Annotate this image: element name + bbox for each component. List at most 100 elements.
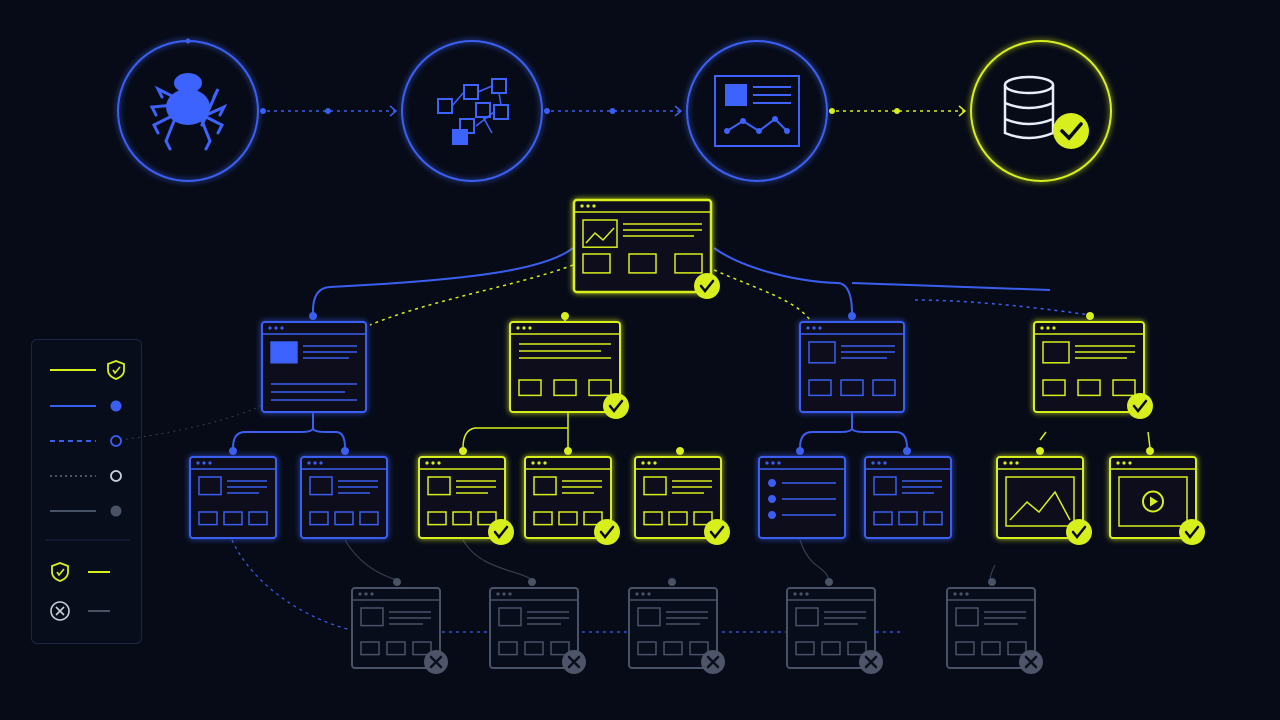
network-graph-icon (437, 78, 509, 145)
content-block (821, 641, 841, 656)
check-badge-icon (488, 519, 514, 545)
shield-check-mark (112, 366, 121, 375)
window-dot (1015, 461, 1019, 465)
check-badge-icon (1127, 393, 1153, 419)
window-dot (765, 461, 769, 465)
shield-check-mark (56, 568, 65, 577)
list-bullet (768, 511, 776, 519)
check-icon (709, 525, 725, 540)
window-dot (1128, 461, 1132, 465)
window-dot (364, 592, 368, 596)
node-dot (1086, 312, 1094, 320)
content-block (840, 379, 864, 397)
x-icon (567, 655, 581, 669)
check-badge-icon (1179, 519, 1205, 545)
content-block (558, 511, 578, 526)
node-dot (676, 447, 684, 455)
stage-ring (686, 40, 828, 182)
content-block (898, 511, 918, 526)
node-dot (459, 447, 467, 455)
orbit-dot (185, 38, 191, 44)
window-dot (959, 592, 963, 596)
content-block (847, 641, 867, 656)
check-icon (699, 279, 715, 294)
window-dot (1116, 461, 1120, 465)
window-dot (1003, 461, 1007, 465)
node-dot (229, 447, 237, 455)
connector (462, 539, 533, 581)
card-frame (261, 321, 367, 413)
check-icon (1071, 525, 1087, 540)
content-block (923, 511, 943, 526)
window-dot (1009, 461, 1013, 465)
page-card-rejected (628, 587, 725, 674)
connector (232, 412, 346, 449)
thumbnail-image (498, 607, 522, 627)
content-block (533, 511, 553, 526)
check-icon (1184, 525, 1200, 540)
window-dot (580, 204, 584, 208)
check-badge-icon (603, 393, 629, 419)
node-dot (668, 578, 676, 586)
pipeline-stage-analyze (686, 40, 828, 182)
window-dot (965, 592, 969, 596)
window-dot (1046, 326, 1050, 330)
node-dot (1146, 447, 1154, 455)
window-dot (871, 461, 875, 465)
content-block (663, 641, 683, 656)
mountain-icon (1009, 490, 1071, 521)
node-dot (309, 312, 317, 320)
shield-check-icon (51, 562, 69, 582)
content-block (583, 511, 603, 526)
window-dot (437, 461, 441, 465)
content-block (1112, 379, 1136, 397)
window-dot (777, 461, 781, 465)
content-block (955, 641, 975, 656)
window-dot (806, 326, 810, 330)
thumbnail-image (643, 476, 667, 496)
dashboard-icon (714, 75, 800, 147)
thumbnail-image (582, 219, 618, 248)
legend-item (50, 400, 122, 412)
window-dot (531, 461, 535, 465)
content-block (588, 379, 612, 397)
page-card-crawled (758, 456, 846, 539)
window-dot (883, 461, 887, 465)
node-dot (564, 447, 572, 455)
content-block (689, 641, 709, 656)
window-dot (877, 461, 881, 465)
content-block (498, 641, 518, 656)
content-block (1007, 641, 1027, 656)
node-dot (528, 578, 536, 586)
page-card-verified (996, 456, 1092, 545)
content-block (1042, 379, 1066, 397)
content-block (518, 379, 542, 397)
page-card-crawled (189, 456, 277, 539)
card-frame (509, 321, 621, 413)
window-dot (313, 461, 317, 465)
window-dot (268, 326, 272, 330)
x-icon (429, 655, 443, 669)
legend-item (50, 435, 122, 447)
content-block (524, 641, 544, 656)
window-dot (812, 326, 816, 330)
node-dot (903, 447, 911, 455)
content-block (668, 511, 688, 526)
content-block (386, 641, 406, 656)
window-dot (1052, 326, 1056, 330)
content-block (427, 511, 447, 526)
hollow-dot-icon (110, 435, 122, 447)
pipeline-stage-crawl (117, 40, 259, 182)
page-card-crawled (261, 321, 367, 413)
legend-item (51, 562, 110, 582)
window-dot (1040, 326, 1044, 330)
window-dot (502, 592, 506, 596)
check-badge-icon (694, 273, 720, 299)
pipeline-stage-store (970, 40, 1112, 182)
window-dot (528, 326, 532, 330)
x-circle-icon (50, 601, 70, 621)
page-card-verified (509, 321, 629, 419)
x-icon (864, 655, 878, 669)
window-dot (208, 461, 212, 465)
card-frame (799, 321, 905, 413)
